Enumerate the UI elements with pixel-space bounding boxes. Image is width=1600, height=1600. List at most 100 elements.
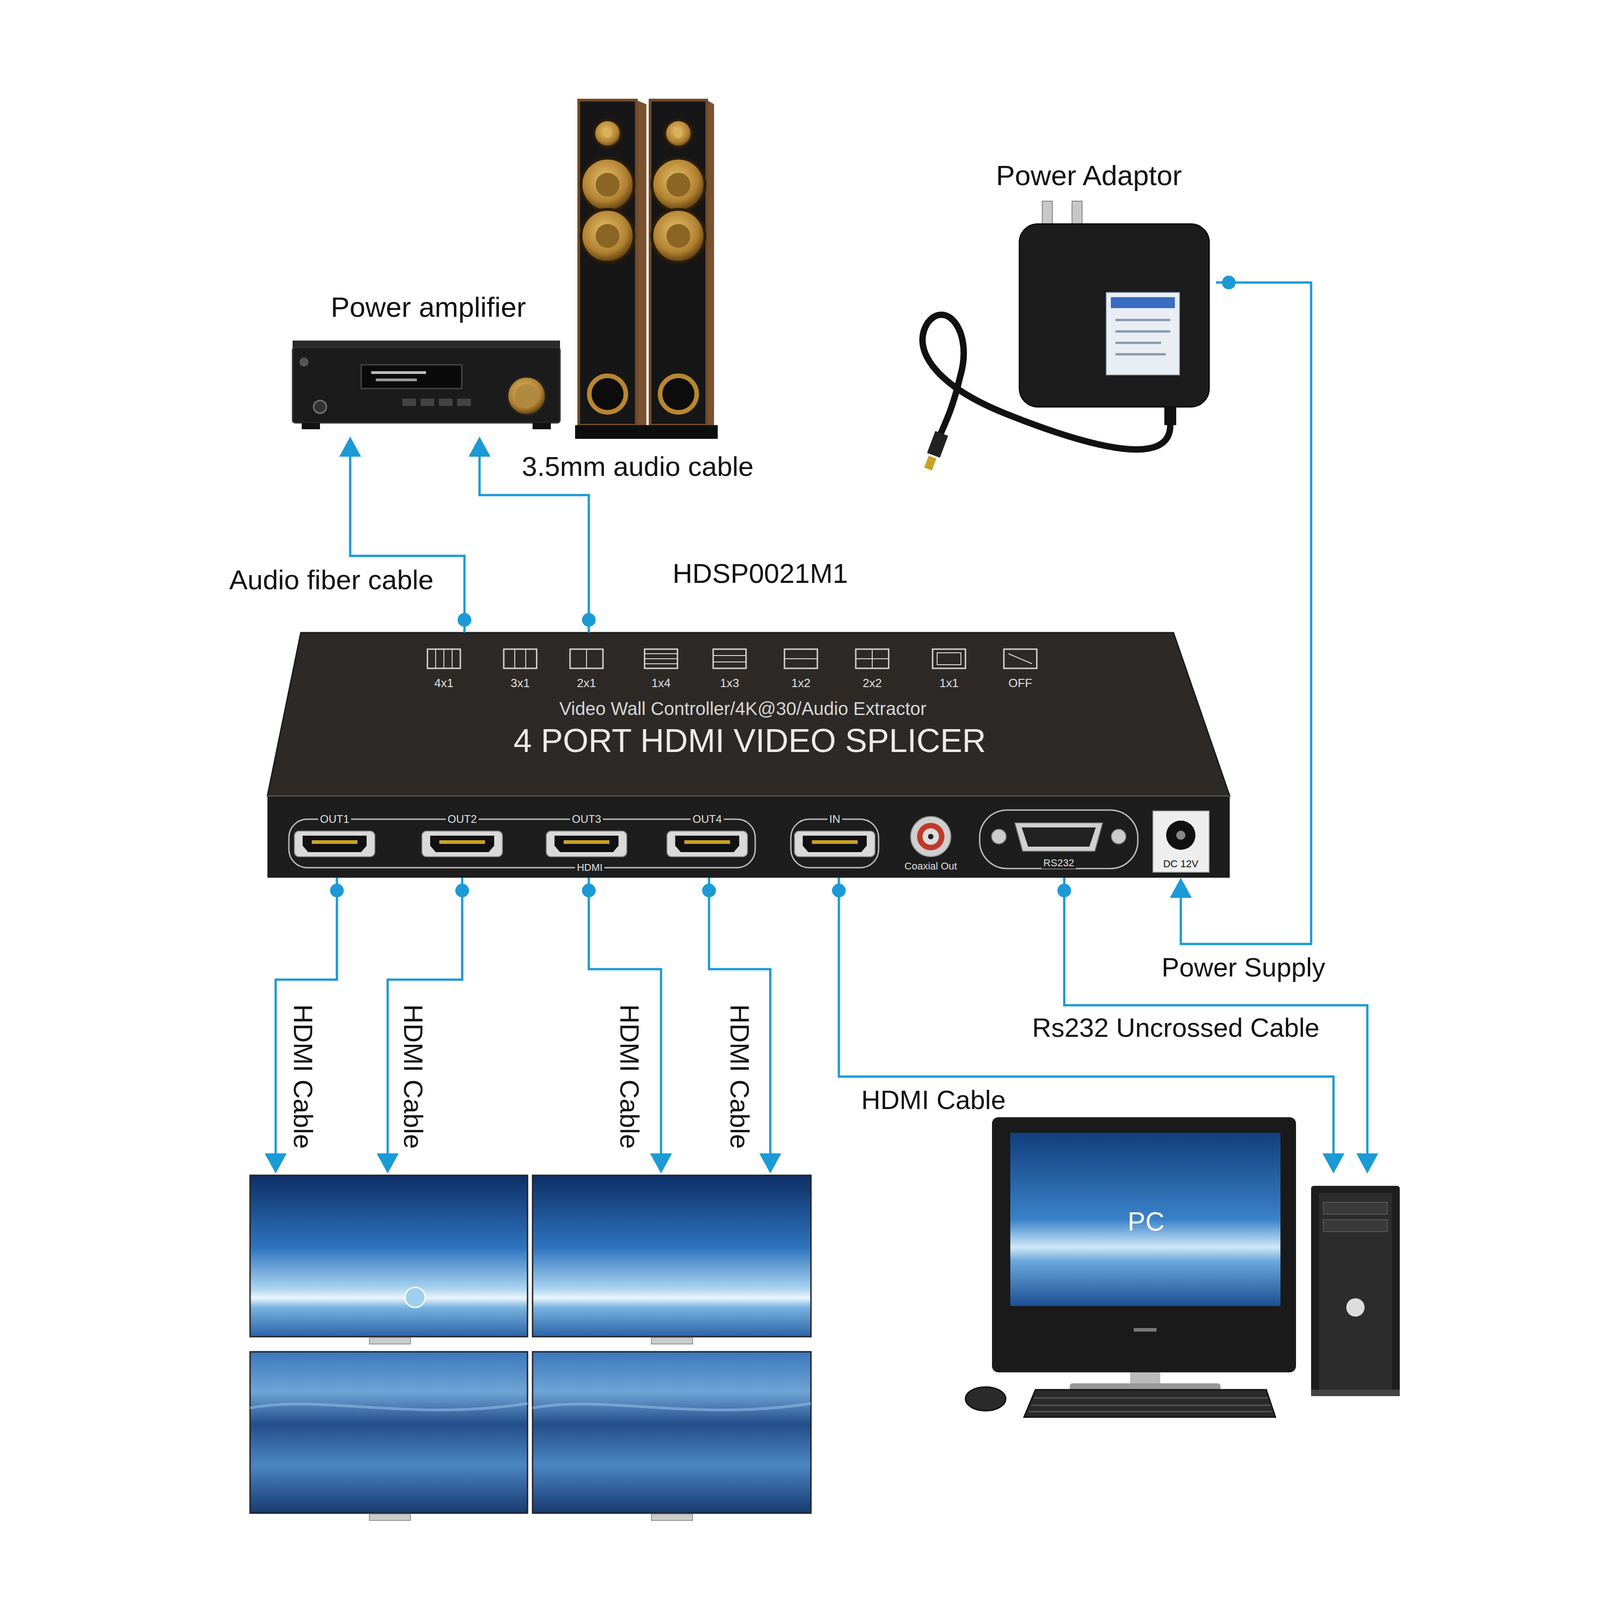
- hdmi-socket: [675, 835, 740, 853]
- amp-foot: [301, 422, 320, 430]
- speaker-cabinet: [650, 100, 707, 426]
- product-subtitle: Video Wall Controller/4K@30/Audio Extrac…: [557, 698, 928, 720]
- port-label: OUT4: [690, 812, 724, 826]
- arrowhead: [1322, 1153, 1345, 1174]
- speaker-foot: [575, 425, 651, 439]
- volume-knob: [507, 376, 546, 416]
- port-group-outline: [288, 819, 756, 868]
- cable-line: [1180, 282, 1312, 944]
- hdmi-pins: [311, 840, 358, 844]
- sticker-band: [1110, 297, 1175, 309]
- port-label: RS232: [1041, 857, 1076, 869]
- keyboard: [1024, 1389, 1276, 1418]
- woofer-cone: [666, 224, 691, 248]
- amp-button: [457, 398, 471, 406]
- db9-shell: [1014, 822, 1103, 852]
- woofer-cone: [595, 172, 620, 197]
- mode-label: 1x1: [937, 676, 961, 691]
- cable-dot: [832, 883, 846, 898]
- port-label: Coaxial Out: [902, 860, 960, 872]
- sticker-lines: [1115, 320, 1171, 355]
- hdmi-socket: [802, 835, 867, 853]
- cable-dot: [1221, 275, 1236, 290]
- mode-icon: [713, 649, 747, 669]
- arrowhead: [1169, 877, 1192, 898]
- drive-bay: [1323, 1202, 1388, 1215]
- mode-icon: [855, 649, 889, 669]
- bass-port: [660, 375, 697, 413]
- rs232-outline: [979, 810, 1138, 869]
- screen-text: PC: [1125, 1206, 1167, 1238]
- amp-button: [420, 398, 435, 406]
- amp-button: [402, 398, 416, 406]
- amp-knob: [313, 400, 327, 414]
- cable-label: Power Supply: [1158, 952, 1328, 983]
- db9-screw: [991, 829, 1007, 844]
- device-front: [267, 795, 1230, 878]
- wall-screen: [250, 1175, 528, 1337]
- woofer-cone: [595, 224, 620, 248]
- hdmi-wire: [387, 877, 463, 1156]
- cable-label: HDMI Cable: [724, 1001, 756, 1152]
- amp-display: [361, 364, 462, 389]
- mode-icon-grid: [1008, 653, 1033, 664]
- mode-label: 4x1: [432, 676, 456, 691]
- mode-label: 2x1: [575, 676, 598, 691]
- hdmi-port: [546, 831, 627, 857]
- hdmi-wire: [275, 877, 337, 1156]
- hdmi-socket: [302, 835, 367, 853]
- port-group-outline: [790, 819, 879, 868]
- hdmi-pins: [684, 840, 731, 844]
- arrowhead: [468, 436, 491, 457]
- screen-stand: [369, 1337, 411, 1344]
- cable-connector: [832, 877, 1345, 1174]
- hdmi-pins: [563, 840, 610, 844]
- display-glyphs: [371, 371, 427, 374]
- keyboard-keys: [1028, 1397, 1273, 1412]
- product-title: 4 PORT HDMI VIDEO SPLICER: [511, 721, 988, 760]
- mode-icon: [1003, 649, 1037, 669]
- mode-icon-grid: [784, 658, 818, 660]
- db9-socket: [1021, 827, 1096, 847]
- wall-screen: [532, 1175, 811, 1337]
- wire-arrowhead: [376, 1153, 399, 1174]
- screen-wave: [532, 1403, 811, 1410]
- speaker-side: [636, 100, 647, 426]
- cable-label: Audio fiber cable: [226, 564, 437, 596]
- mode-icon-grid: [855, 649, 889, 669]
- woofer: [651, 158, 705, 212]
- mode-icon-grid: [713, 655, 747, 662]
- pc-screen: [1010, 1132, 1281, 1307]
- wall-screen: [532, 1351, 811, 1514]
- cable-dot: [457, 613, 472, 627]
- tower-base: [1311, 1389, 1400, 1397]
- dc-plug: [933, 433, 942, 456]
- screen-stand: [369, 1514, 411, 1521]
- bass-port: [589, 375, 626, 413]
- device-heading: Power amplifier: [328, 290, 528, 324]
- cable-label: HDMI Cable: [398, 1001, 429, 1152]
- hdmi-wire: [588, 877, 662, 1156]
- hdmi-port: [794, 831, 875, 857]
- tweeter-dome: [602, 128, 613, 139]
- mode-icon: [427, 649, 461, 669]
- screen-wave: [250, 1403, 528, 1410]
- mode-icon: [644, 649, 678, 669]
- tweeter-dome: [673, 128, 683, 139]
- cable-line: [350, 455, 465, 633]
- model-number: HDSP0021M1: [669, 557, 851, 590]
- device-edge: [267, 795, 1230, 797]
- hdmi-socket: [430, 835, 495, 853]
- pc-tower: [1311, 1185, 1400, 1396]
- amp-button: [438, 398, 453, 406]
- speaker-foot: [646, 425, 718, 439]
- cable-line: [838, 877, 1334, 1155]
- port-label: DC 12V: [1161, 858, 1200, 870]
- tower-logo: [1346, 1298, 1365, 1317]
- cable-label: 3.5mm audio cable: [519, 450, 757, 483]
- mode-label: 3x1: [508, 676, 532, 691]
- coaxial-jack: [910, 816, 951, 857]
- mode-label: 1x4: [649, 676, 673, 691]
- mode-label: 1x2: [789, 676, 813, 691]
